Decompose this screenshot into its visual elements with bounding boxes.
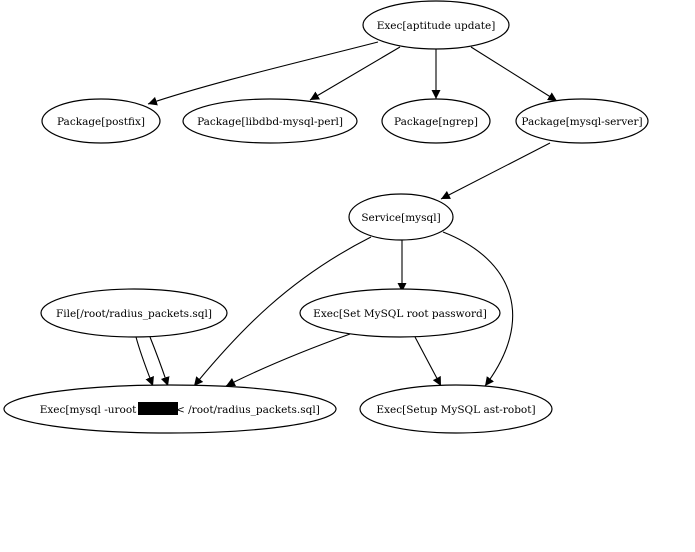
node-exec-set-mysql-root-password: Exec[Set MySQL root password]	[299, 288, 501, 338]
edge-service-to-setup-mysql	[442, 231, 514, 387]
node-label: Service[mysql]	[361, 212, 440, 224]
redaction-block	[138, 402, 178, 415]
edge-aptitude-to-postfix	[147, 41, 379, 106]
node-label: Package[mysql-server]	[521, 116, 642, 128]
edge-aptitude-to-mysql-server	[470, 46, 558, 102]
edge-file-to-mysql-import-2	[149, 336, 170, 387]
node-label: Exec[Set MySQL root password]	[313, 308, 487, 320]
node-package-mysql-server: Package[mysql-server]	[515, 98, 649, 144]
node-label-suffix: < /root/radius_packets.sql]	[176, 404, 320, 416]
node-exec-aptitude-update: Exec[aptitude update]	[362, 0, 510, 50]
edge-aptitude-to-libdbd	[309, 46, 401, 101]
node-label-prefix: Exec[mysql -uroot -p	[40, 404, 151, 416]
node-exec-mysql-import: Exec[mysql -uroot -p < /root/radius_pack…	[3, 384, 337, 434]
node-file-radius-packets: File[/root/radius_packets.sql]	[40, 288, 228, 338]
node-label: Package[libdbd-mysql-perl]	[197, 116, 343, 128]
edge-service-to-mysql-import	[193, 236, 372, 387]
edge-file-to-mysql-import-1	[135, 336, 154, 387]
node-package-ngrep: Package[ngrep]	[381, 98, 491, 144]
edge-set-root-to-setup-mysql	[414, 336, 442, 387]
node-label: Exec[Setup MySQL ast-robot]	[376, 404, 535, 416]
edges	[135, 41, 558, 387]
edge-set-root-to-mysql-import	[225, 333, 351, 387]
node-package-libdbd-mysql-perl: Package[libdbd-mysql-perl]	[182, 98, 358, 144]
node-service-mysql: Service[mysql]	[348, 193, 454, 241]
node-exec-setup-mysql-ast-robot: Exec[Setup MySQL ast-robot]	[359, 384, 553, 434]
node-package-postfix: Package[postfix]	[41, 98, 161, 144]
node-label: File[/root/radius_packets.sql]	[56, 308, 212, 320]
node-label: Exec[aptitude update]	[377, 20, 496, 32]
edge-mysql-server-to-service	[440, 142, 551, 200]
node-label: Package[ngrep]	[394, 116, 478, 128]
node-label: Package[postfix]	[57, 116, 145, 128]
